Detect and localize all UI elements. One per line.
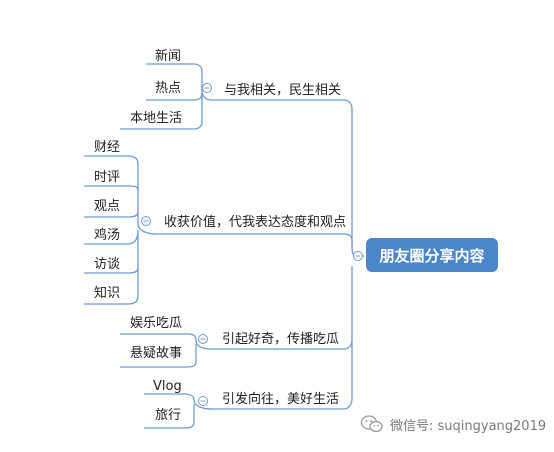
leaf-jitang[interactable]: 鸡汤	[94, 227, 120, 243]
collapse-toggle-value[interactable]	[141, 216, 151, 226]
watermark: 微信号: suqingyang2019	[360, 412, 550, 436]
branch-value[interactable]: 收获价值，代我表达态度和观点	[156, 214, 346, 235]
connector-curiosity	[187, 333, 213, 368]
trunk-connector-3	[343, 266, 353, 350]
leaf-xinwen[interactable]: 新闻	[155, 48, 181, 64]
leaf-caijing[interactable]: 财经	[94, 140, 120, 155]
branch-curiosity[interactable]: 引起好奇，传播吃瓜	[212, 331, 344, 350]
trunk-connector-2	[343, 233, 353, 246]
wechat-logo-icon	[360, 415, 383, 433]
leaf-xuanyigushi[interactable]: 悬疑故事	[130, 345, 182, 361]
root-collapse-toggle[interactable]	[353, 251, 363, 261]
connector-minsheng	[193, 63, 213, 130]
collapse-toggle-minsheng[interactable]	[202, 83, 212, 93]
branch-label-minsheng: 与我相关，民生相关	[224, 83, 341, 98]
connector-yearning	[183, 393, 213, 429]
branch-label-yearning: 引发向往，美好生活	[222, 391, 339, 407]
root-node[interactable]: 朋友圈分享内容	[366, 238, 498, 272]
root-node-label: 朋友圈分享内容	[379, 247, 484, 265]
branch-label-value: 收获价值，代我表达态度和观点	[164, 214, 346, 230]
connector-value	[127, 155, 157, 305]
trunk-connector-4	[343, 340, 353, 410]
trunk-connector	[343, 99, 364, 257]
leaf-redian[interactable]: 热点	[155, 81, 181, 96]
branch-minsheng[interactable]: 与我相关，民生相关	[212, 83, 344, 101]
leaf-yulechigua[interactable]: 娱乐吃瓜	[130, 315, 182, 331]
branch-yearning[interactable]: 引发向往，美好生活	[212, 391, 344, 410]
leaf-fangtan[interactable]: 访谈	[94, 257, 120, 272]
branch-label-curiosity: 引起好奇，传播吃瓜	[222, 331, 339, 347]
collapse-toggle-yearning[interactable]	[198, 396, 208, 406]
leaf-vlog[interactable]: Vlog	[153, 379, 182, 394]
collapse-toggle-curiosity[interactable]	[198, 334, 208, 344]
leaf-shiping[interactable]: 时评	[94, 170, 120, 185]
root-node-box	[366, 238, 498, 272]
leaf-guandian[interactable]: 观点	[94, 199, 120, 214]
leaf-lvxing[interactable]: 旅行	[155, 408, 181, 423]
leaf-bendishenghuo[interactable]: 本地生活	[130, 111, 182, 126]
watermark-text: 微信号: suqingyang2019	[390, 418, 547, 434]
leaf-zhishi[interactable]: 知识	[94, 285, 120, 301]
